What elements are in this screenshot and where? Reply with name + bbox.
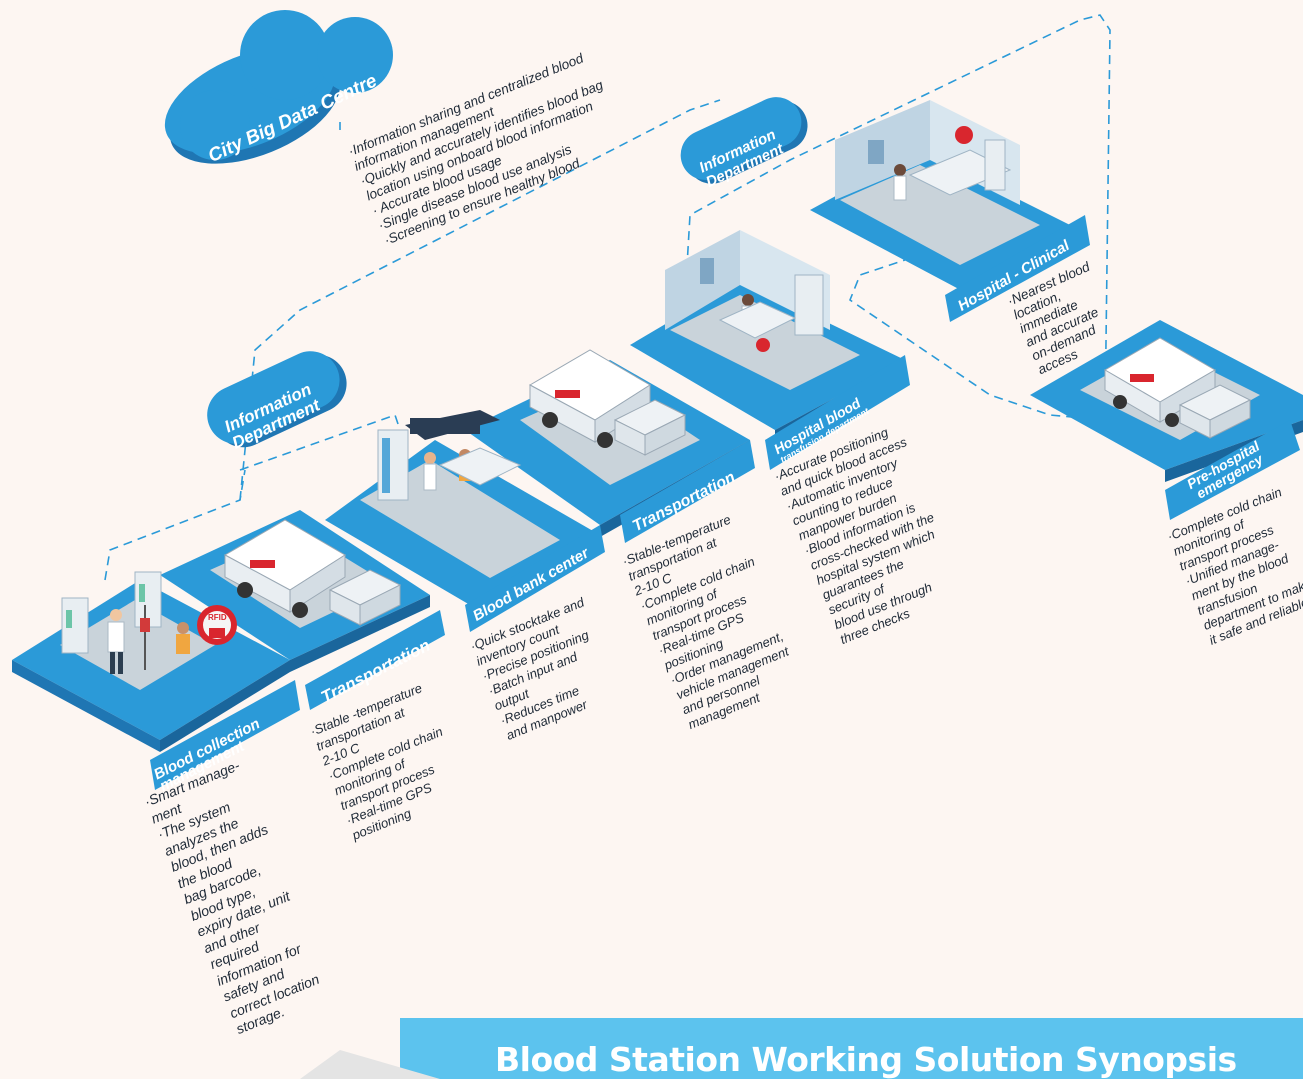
ribbons	[150, 215, 1300, 790]
scene-objects	[61, 126, 1252, 674]
footer-banner	[400, 1018, 1303, 1079]
footer-title: Blood Station Working Solution Synopsis	[495, 1040, 1237, 1079]
footer-shadow	[300, 1050, 440, 1079]
platforms	[12, 150, 1303, 752]
rfid-label: RFID	[208, 613, 227, 622]
info-pills	[207, 97, 808, 448]
cloud-shape	[164, 10, 393, 164]
